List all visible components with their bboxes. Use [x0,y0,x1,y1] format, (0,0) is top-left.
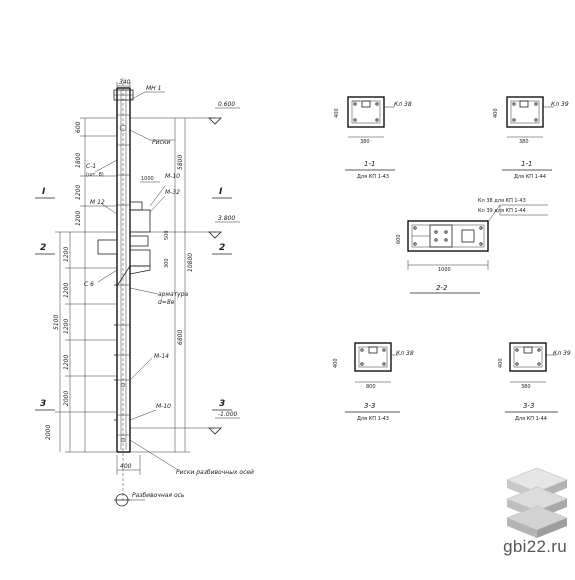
dim-1800: 1800 [75,153,82,168]
watermark-text: gbi22.ru [503,537,567,556]
dim-group-5100: 5100 [53,315,60,330]
label-armatura: арматура [158,291,189,298]
level-1: 0.600 [218,101,235,108]
column-elevation [97,78,151,507]
callouts: МН 1 Риски С-1 (шт. 8) М 12 М-10 М-32 С … [84,85,254,501]
s33a-h: 400 [333,358,339,368]
cut-2-left: 2 [40,243,46,253]
dim-6800: 6800 [177,330,184,345]
cut-1-left: I [42,187,46,197]
level-2: 3.800 [218,215,235,222]
s33b-subtitle: Для КП 1-44 [515,416,547,422]
s11a-subtitle: Для КП 1-43 [357,174,389,180]
s33b-h: 400 [498,358,504,368]
label-mn1: МН 1 [146,85,161,92]
s11b-title: 1-1 [521,160,532,168]
cut-3-left: 3 [40,399,46,409]
section-3-3-a: Кл 38 400 800 3-3 Для КП 1-43 [333,342,414,422]
level-marks: 0.600 3.800 -1.000 [130,101,240,435]
top-dim-text: 340 [119,79,131,86]
dim-1200-f: 1200 [63,355,70,370]
s11b-w: 380 [519,139,529,145]
section-cuts: I I 2 2 3 3 [35,187,232,411]
label-mn10-bottom: М-10 [156,403,171,410]
cut-3-right: 3 [219,399,225,409]
dim-2000-a: 2000 [63,391,70,406]
s22-title: 2-2 [436,284,448,292]
s22-label1: Кл 38 для КП 1-43 [478,198,526,204]
s33b-label: Кл 39 [553,350,571,357]
dim-1200-a: 1200 [75,185,82,200]
label-riski-bottom: Риски разбивочных осей [176,469,254,476]
dim-500: 500 [164,230,170,240]
section-1-1-b: Кл 39 400 380 1-1 Для КП 1-44 [493,96,569,180]
label-c1: С-1 [86,163,96,170]
dim-1200-e: 1200 [63,319,70,334]
label-axis: Разбивочная ось [132,492,185,499]
label-mn12: М 12 [90,199,105,206]
s33b-title: 3-3 [523,402,534,410]
label-riski: Риски [152,139,170,146]
s22-h: 600 [396,234,402,244]
s11a-label: Кл 38 [394,101,412,108]
label-mn10: М-10 [165,173,180,180]
cut-2-right: 2 [219,243,225,253]
level-3: -1.000 [218,411,238,418]
dim-1200-b: 1200 [75,211,82,226]
right-dimensions: 5800 10800 6800 1000 500 300 [130,118,194,453]
dim-10800: 10800 [187,253,194,272]
s33a-w: 800 [366,384,376,390]
label-mn32: М-32 [165,189,180,196]
s11b-subtitle: Для КП 1-44 [514,174,546,180]
label-armatura-sub: d=8е [158,299,175,306]
dim-300: 300 [164,258,170,268]
s11b-label: Кл 39 [551,101,569,108]
s11a-h: 400 [334,108,340,118]
dim-1200-d: 1200 [63,283,70,298]
dim-1000: 1000 [141,176,154,182]
s33a-title: 3-3 [364,402,375,410]
bottom-dimension: 400 [116,455,141,475]
s11b-h: 400 [493,108,499,118]
s22-w: 1000 [438,267,451,273]
cut-1-right: I [219,187,223,197]
s33b-w: 380 [521,384,531,390]
dim-2000-b: 2000 [45,425,52,440]
label-c6: С 6 [84,281,94,288]
s33a-subtitle: Для КП 1-43 [357,416,389,422]
section-2-2: Кл 38 для КП 1-43 Кл 39 для КП 1-44 600 … [396,198,548,294]
dim-1200-c: 1200 [63,247,70,262]
s22-label2: Кл 39 для КП 1-44 [478,208,526,214]
s33a-label: Кл 38 [396,350,414,357]
top-dimension: 340 [116,79,131,90]
s11a-title: 1-1 [364,160,375,168]
label-c1-sub: (шт. 8) [86,172,104,178]
label-mn14: М-14 [154,353,169,360]
left-dimensions: 600 1800 1200 1200 1200 1200 1200 1200 2… [45,117,117,453]
bottom-dim-text: 400 [120,463,132,470]
section-3-3-b: Кл 39 400 380 3-3 Для КП 1-44 [498,342,571,422]
dim-600: 600 [75,121,82,133]
dim-5800: 5800 [177,155,184,170]
stacked-slabs-logo [506,467,568,538]
section-1-1-a: Кл 38 400 380 1-1 Для КП 1-43 [334,96,412,180]
s11a-w: 380 [360,139,370,145]
